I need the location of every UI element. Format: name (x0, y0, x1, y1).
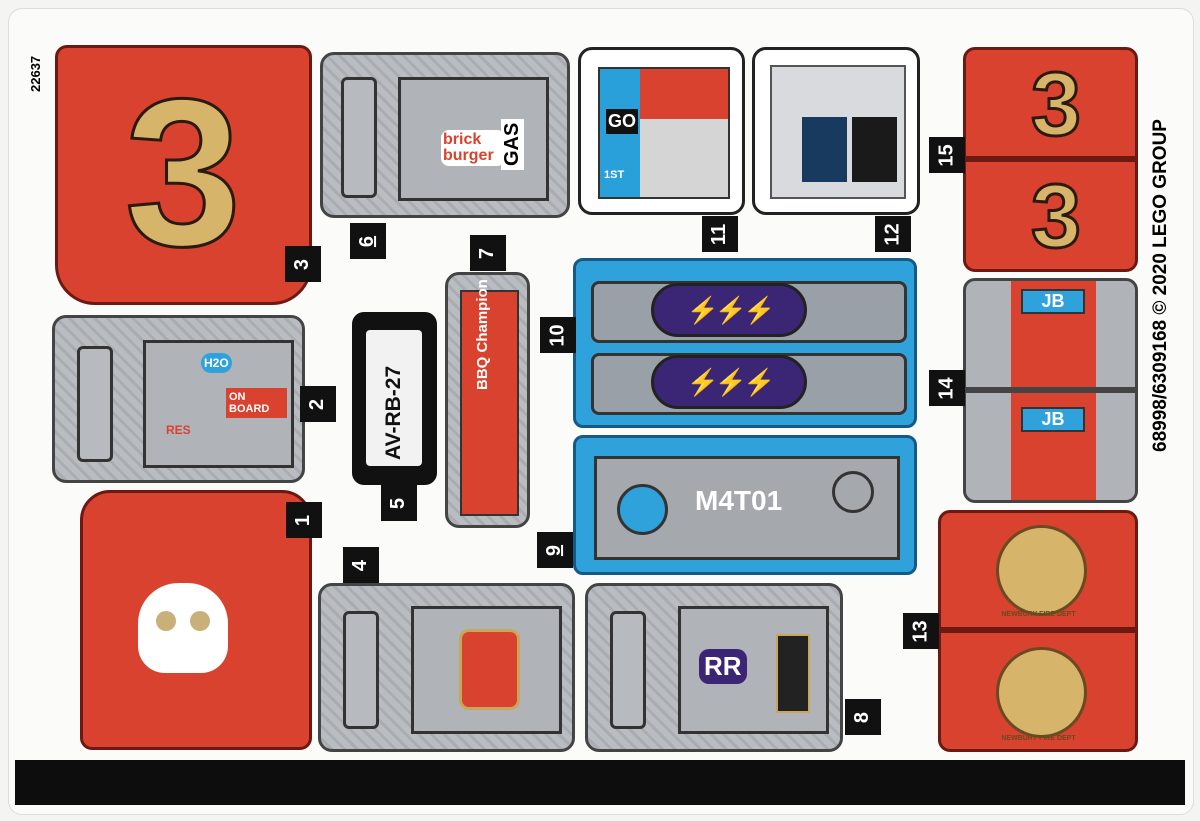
m4t01-text: M4T01 (695, 485, 783, 516)
sticker-1 (80, 490, 312, 750)
sticker-label-12: 12 (875, 216, 911, 252)
sticker-label-4: 4 (343, 547, 379, 583)
sticker-label-3: 3 (285, 246, 321, 282)
brick-burger-logo: brick burger (441, 130, 505, 166)
sticker-15-top: 3 (963, 47, 1138, 159)
fire-dept-badge (996, 525, 1087, 616)
screen-graphic: GO 1ST (598, 67, 730, 199)
jb-logo: JB (1021, 407, 1085, 432)
lightning-icon: ⚡⚡⚡ (651, 355, 807, 409)
sticker-label-1: 1 (286, 502, 322, 538)
sticker-10: ⚡⚡⚡ ⚡⚡⚡ (573, 258, 917, 428)
sticker-5: AV-RB-27 (352, 312, 437, 485)
badge-text: NEWBURY FIRE DEPT (1001, 611, 1076, 618)
license-plate-text: AV-RB-27 (382, 365, 405, 460)
bbq-banner (460, 290, 519, 516)
go-text: GO (606, 109, 639, 134)
sticker-label-8: 8 (845, 699, 881, 735)
on-board-sign: ON BOARD (226, 388, 287, 418)
sticker-14-bottom: JB (963, 390, 1138, 503)
sticker-11: GO 1ST (578, 47, 745, 215)
sticker-2: H2O RES ON BOARD (52, 315, 305, 483)
sticker-label-9: 9 (537, 532, 573, 568)
jb-logo: JB (1021, 289, 1085, 314)
sticker-9: M4T01 (573, 435, 917, 575)
h2o-badge: H2O (201, 353, 232, 373)
sticker-label-11: 11 (702, 216, 738, 252)
sticker-label-5: 5 (381, 485, 417, 521)
panel-graphic: M4T01 (594, 456, 900, 560)
sticker-label-13: 13 (903, 613, 939, 649)
handle-graphic (341, 77, 377, 198)
lightning-icon: ⚡⚡⚡ (651, 283, 807, 337)
sticker-6: brick burger GAS (320, 52, 570, 218)
panel-graphic: H2O RES ON BOARD (143, 340, 294, 468)
sticker-12 (752, 47, 920, 215)
rr-logo: RR (699, 649, 747, 684)
bbq-text: BBQ Champion (474, 279, 491, 390)
copyright-text: 68998/6309168 © 2020 LEGO GROUP (1150, 119, 1171, 452)
license-plate (366, 330, 422, 466)
skull-icon (138, 583, 228, 673)
res-badge: RES (166, 423, 191, 437)
sticker-13-bottom: NEWBURY FIRE DEPT (938, 630, 1138, 752)
handle-graphic (343, 611, 379, 729)
sticker-label-2: 2 (300, 386, 336, 422)
bottom-strip (15, 760, 1185, 805)
sticker-4 (318, 583, 575, 752)
panel-graphic (411, 606, 562, 734)
sticker-label-6: 6 (350, 223, 386, 259)
sticker-15-bottom: 3 (963, 159, 1138, 272)
dial-icon (832, 471, 874, 513)
target-icon (617, 484, 668, 535)
sticker-14-top: JB (963, 278, 1138, 390)
fire-dept-badge (996, 647, 1087, 738)
sticker-label-10: 10 (540, 317, 576, 353)
panel-graphic: brick burger GAS (398, 77, 549, 201)
sticker-13-top: NEWBURY FIRE DEPT (938, 510, 1138, 630)
computer-screen-graphic (770, 65, 906, 199)
number-3-graphic: 3 (123, 54, 243, 292)
number-3-graphic: 3 (1029, 54, 1082, 157)
place-text: 1ST (604, 169, 625, 181)
mask-icon (459, 629, 520, 710)
sticker-7: BBQ Champion (445, 272, 530, 528)
gas-sign: GAS (501, 118, 524, 170)
badge-text: NEWBURY FIRE DEPT (1001, 735, 1076, 742)
sticker-label-7: 7 (470, 235, 506, 271)
number-3-graphic: 3 (1029, 166, 1082, 269)
sticker-label-15: 15 (929, 137, 965, 173)
panel-graphic: RR (678, 606, 829, 734)
sheet-code: 22637 (28, 55, 43, 92)
stripes-graphic (776, 634, 810, 713)
sticker-3: 3 (55, 45, 312, 305)
sticker-8: RR (585, 583, 843, 752)
handle-graphic (610, 611, 646, 729)
sticker-label-14: 14 (929, 370, 965, 406)
handle-graphic (77, 346, 113, 462)
